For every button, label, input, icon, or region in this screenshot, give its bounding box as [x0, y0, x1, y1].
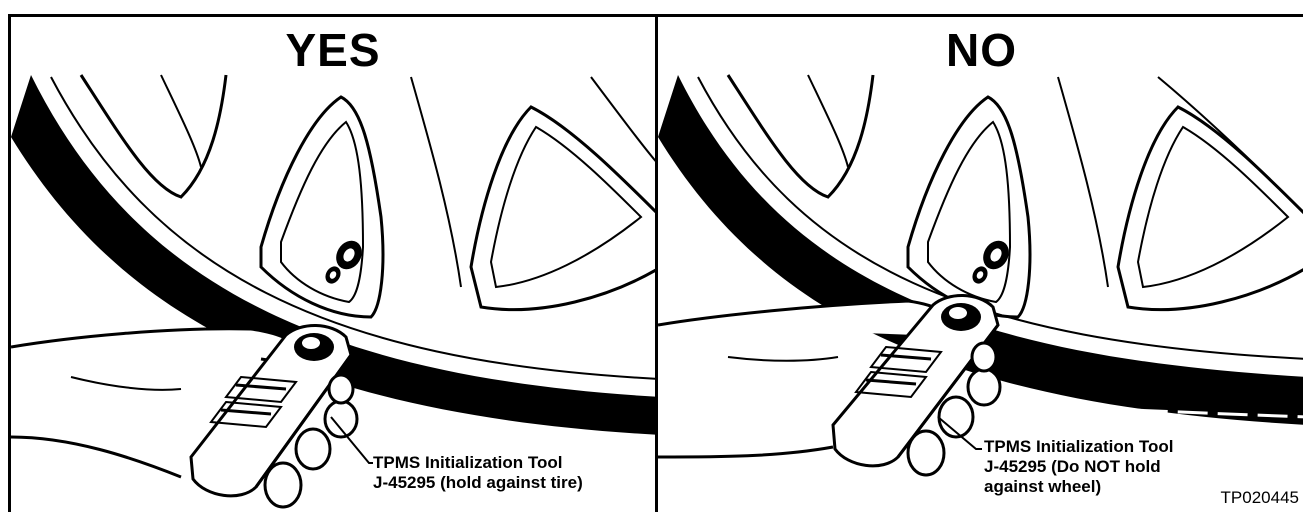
- tool-instruction-label: J-45295 (hold against tire): [373, 473, 583, 493]
- wheel-spoke: [81, 75, 226, 197]
- wheel-spoke: [471, 107, 658, 310]
- tool-name-label: TPMS Initialization Tool: [984, 437, 1174, 457]
- tool-instruction-label-cont: against wheel): [984, 477, 1174, 497]
- wheel-illustration-yes: [11, 17, 658, 512]
- panel-heading-yes: YES: [11, 25, 655, 75]
- figure-id: TP020445: [1221, 488, 1299, 508]
- panel-heading-no: NO: [658, 25, 1303, 75]
- wheel-spoke: [1118, 107, 1303, 310]
- wheel-spoke: [261, 97, 383, 317]
- wheel-illustration-no: [658, 17, 1303, 512]
- tool-instruction-label: J-45295 (Do NOT hold: [984, 457, 1174, 477]
- tool-name-label: TPMS Initialization Tool: [373, 453, 583, 473]
- tool-callout-yes: TPMS Initialization Tool J-45295 (hold a…: [373, 453, 583, 493]
- panel-yes: YES TPMS Initialization Tool J-45295 (ho…: [8, 14, 658, 512]
- wheel-spoke: [908, 97, 1030, 317]
- tool-callout-no: TPMS Initialization Tool J-45295 (Do NOT…: [984, 437, 1174, 497]
- panel-no: NO TPMS Initialization Tool J-45295 (Do …: [655, 14, 1303, 512]
- wheel-spoke: [728, 75, 873, 197]
